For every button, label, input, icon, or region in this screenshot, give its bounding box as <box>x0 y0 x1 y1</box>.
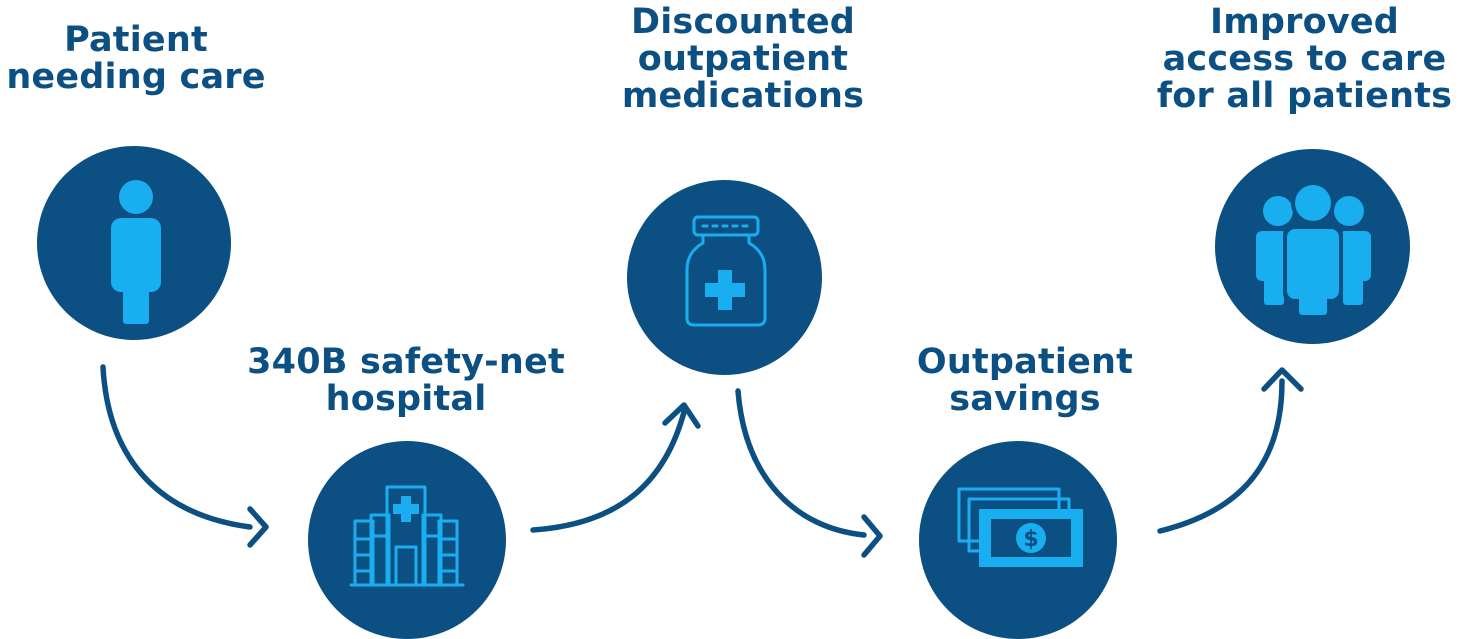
arrow-2-curve <box>530 409 687 533</box>
step-3-node <box>627 180 822 375</box>
person-icon <box>111 180 161 324</box>
step-4-node: $ <box>919 441 1117 639</box>
step-1-label: Patient needing care <box>6 20 266 97</box>
money-symbol: $ <box>1023 527 1038 552</box>
money-icon: $ <box>957 487 1083 567</box>
step-1-node <box>37 146 231 340</box>
medicine-jar-icon <box>685 215 767 327</box>
step-2-label: 340B safety-net hospital <box>247 342 565 419</box>
step-5-node <box>1215 149 1410 344</box>
arrow-3-head <box>861 514 883 558</box>
step-3-label: Discounted outpatient medications <box>621 2 865 116</box>
step-2-node <box>308 441 506 639</box>
hospital-icon <box>349 485 465 587</box>
arrow-3-curve <box>735 388 867 538</box>
people-group-icon <box>1256 181 1371 315</box>
arrow-1-curve <box>100 364 253 530</box>
arrow-1-head <box>247 506 269 548</box>
arrow-4-head <box>1261 367 1304 392</box>
step-5-label: Improved access to care for all patients <box>1156 2 1453 116</box>
step-4-label: Outpatient savings <box>916 342 1134 419</box>
arrow-4-curve <box>1157 378 1285 534</box>
arrow-2-head <box>662 402 701 429</box>
